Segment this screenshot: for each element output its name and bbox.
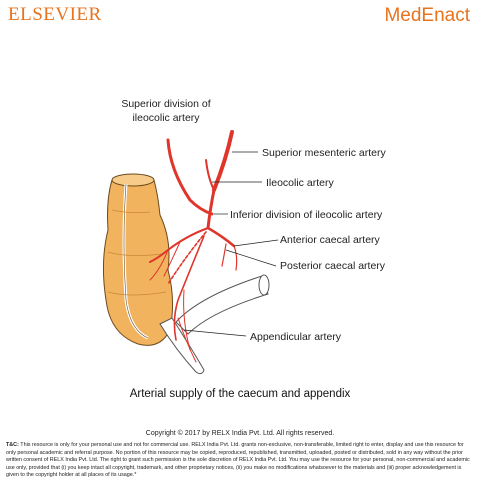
label-inferior-division: Inferior division of ileocolic artery: [230, 209, 383, 221]
inferior-division-ileocolic-artery: [206, 226, 236, 248]
elsevier-logo: ELSEVIER: [8, 4, 102, 25]
ileocolic-artery: [206, 188, 216, 230]
terms-heading: T&C:: [6, 442, 19, 448]
medenact-logo: MedEnact: [384, 5, 470, 26]
label-appendicular: Appendicular artery: [250, 331, 342, 343]
caecum: [102, 173, 174, 346]
label-ileocolic: Ileocolic artery: [266, 177, 334, 189]
figure-caption: Arterial supply of the caecum and append…: [129, 388, 351, 400]
superior-division-ileocolic-artery: [166, 138, 214, 216]
leader-lines: [183, 151, 279, 337]
label-anterior-caecal: Anterior caecal artery: [280, 234, 381, 246]
appendicular-artery: [173, 235, 205, 341]
terms-and-conditions: T&C: This resource is only for your pers…: [6, 442, 474, 480]
label-superior-division-line1: Superior division of: [121, 98, 210, 110]
superior-mesenteric-artery: [212, 130, 234, 192]
ileum: [175, 274, 270, 335]
copyright-notice: Copyright © 2017 by RELX India Pvt. Ltd.…: [145, 430, 335, 437]
posterior-caecal-artery: [167, 231, 207, 285]
terms-body: This resource is only for your personal …: [6, 442, 470, 479]
caecum-appendix-arterial-diagram: Superior division of ileocolic artery Su…: [102, 98, 386, 375]
arteries: [149, 130, 238, 363]
label-posterior-caecal: Posterior caecal artery: [280, 260, 386, 272]
label-superior-division-line2: ileocolic artery: [132, 112, 200, 124]
label-superior-mesenteric: Superior mesenteric artery: [262, 147, 386, 159]
